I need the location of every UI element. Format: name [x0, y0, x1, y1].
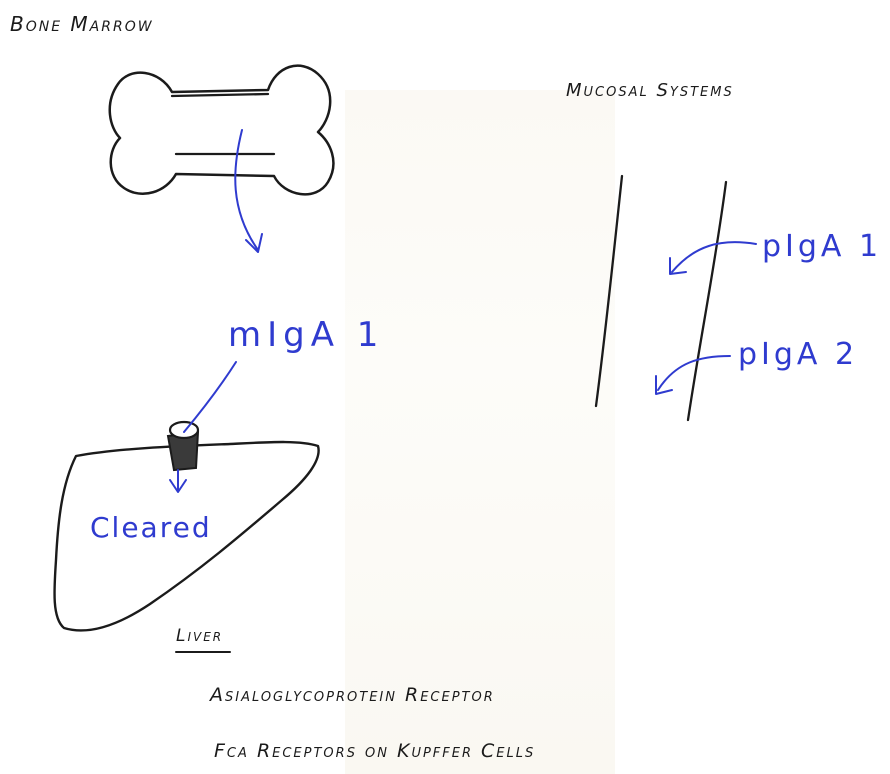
miga1-label: mIgA 1 [228, 315, 385, 355]
piga1-arrow [669, 241, 757, 275]
paper-tint [345, 90, 615, 774]
asialoglycoprotein-receptor-label: Asialoglycoprotein Receptor [210, 684, 495, 706]
mucosal-epithelium [594, 174, 728, 422]
cleared-label: Cleared [90, 511, 212, 544]
piga2-label: pIgA 2 [738, 337, 859, 372]
bone-shaft-lines [170, 92, 276, 156]
piga1-label: pIgA 1 [762, 229, 883, 264]
receptor-to-cleared-arrow [169, 469, 187, 493]
liver-label: Liver [176, 626, 224, 646]
fca-receptors-label: Fcα Receptors on Kupffer Cells [214, 740, 536, 762]
miga-to-liver-line [183, 361, 237, 433]
mucosal-systems-label: Mucosal Systems [566, 80, 734, 101]
piga2-arrow [655, 355, 731, 395]
bone-to-miga-arrow [234, 129, 263, 253]
bone-marrow-label: Bone Marrow [10, 12, 154, 36]
liver-shape [53, 440, 320, 632]
bone-shape [108, 64, 335, 196]
liver-receptor-icon [166, 420, 200, 472]
